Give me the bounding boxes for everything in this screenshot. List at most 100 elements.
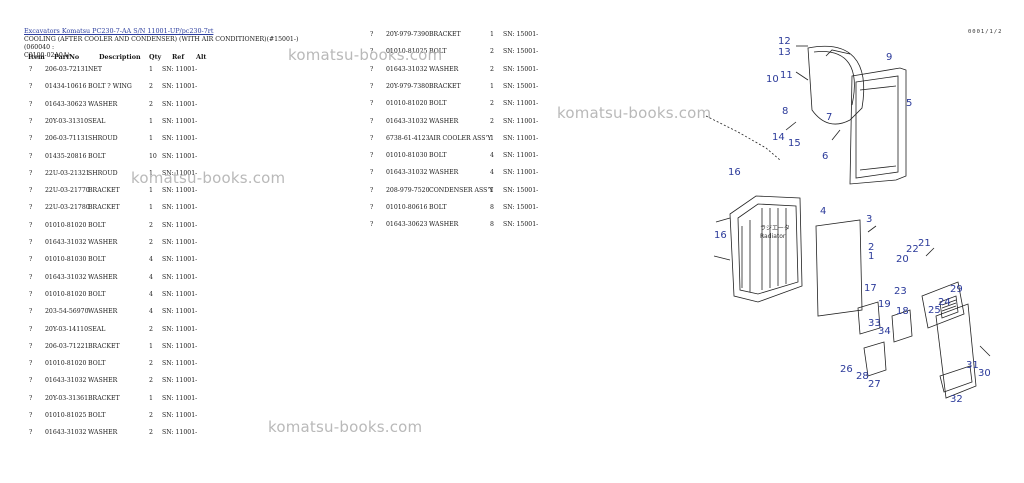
cell-item: ? bbox=[29, 83, 33, 91]
cell-partno: 6738-61-4123 bbox=[386, 134, 430, 142]
cell-serial: SN: 11001- bbox=[162, 204, 198, 212]
cell-serial: SN: 11001- bbox=[162, 273, 198, 281]
cell-description: BOLT bbox=[88, 290, 106, 298]
cell-qty: 1 bbox=[149, 117, 153, 125]
watermark: komatsu-books.com bbox=[131, 169, 286, 187]
condenser-grille bbox=[935, 303, 977, 399]
cell-description: WASHER bbox=[88, 429, 118, 437]
cell-item: ? bbox=[29, 290, 33, 298]
cell-qty: 1 bbox=[490, 31, 494, 38]
cell-partno: 208-979-7520 bbox=[386, 186, 430, 194]
watermark: komatsu-books.com bbox=[557, 104, 712, 122]
cell-item: ? bbox=[370, 169, 374, 177]
cell-partno: 20Y-03-31361 bbox=[45, 394, 89, 402]
cell-description: BOLT bbox=[429, 48, 447, 56]
breadcrumb-link[interactable]: Excavators Komatsu PC230-7-AA S/N 11001-… bbox=[24, 27, 214, 35]
callout-number: 7 bbox=[826, 112, 832, 123]
cell-partno: 01010-81020 bbox=[45, 290, 87, 298]
callout-number: 3 bbox=[866, 214, 872, 225]
callout-number: 17 bbox=[864, 283, 877, 294]
cell-partno: 01010-81030 bbox=[386, 152, 428, 160]
cell-item: ? bbox=[29, 66, 33, 73]
cell-description: WASHER bbox=[429, 221, 459, 229]
cell-item: ? bbox=[370, 31, 374, 38]
cell-description: BOLT bbox=[88, 360, 106, 368]
cell-description: WASHER bbox=[429, 117, 459, 125]
cell-qty: 1 bbox=[490, 82, 494, 90]
cell-serial: SN: 15001- bbox=[503, 221, 539, 229]
cell-description: WASHER bbox=[88, 308, 118, 316]
cell-serial: SN: 11001- bbox=[162, 308, 198, 316]
cell-qty: 2 bbox=[490, 65, 494, 73]
cell-serial: SN: 11001- bbox=[162, 239, 198, 246]
cell-qty: 1 bbox=[149, 135, 153, 143]
header-alt: Alt bbox=[196, 53, 207, 61]
cell-serial: SN: 11001- bbox=[503, 117, 539, 125]
callout-number: 16 bbox=[714, 230, 727, 241]
cell-partno: 01643-30623 bbox=[386, 221, 428, 229]
cell-partno: 01435-20816 bbox=[45, 152, 87, 160]
callout-number: 24 bbox=[938, 297, 951, 308]
cell-qty: 2 bbox=[149, 325, 153, 333]
callout-number: 2 bbox=[868, 242, 874, 253]
cell-qty: 1 bbox=[490, 134, 494, 142]
cell-item: ? bbox=[29, 135, 33, 143]
cell-description: WASHER bbox=[88, 273, 118, 281]
cell-item: ? bbox=[370, 100, 374, 108]
cell-qty: 1 bbox=[149, 342, 153, 350]
cell-description: SHROUD bbox=[88, 169, 118, 177]
cell-qty: 8 bbox=[490, 221, 494, 229]
cell-qty: 1 bbox=[149, 204, 153, 212]
shroud-ring bbox=[807, 46, 865, 125]
cell-qty: 4 bbox=[149, 273, 153, 281]
callout-number: 5 bbox=[906, 98, 912, 109]
cell-qty: 2 bbox=[490, 100, 494, 108]
cell-description: WASHER bbox=[429, 169, 459, 177]
cell-serial: SN: 11001- bbox=[162, 360, 198, 368]
header-item: Item bbox=[28, 53, 45, 61]
cell-qty: 2 bbox=[149, 100, 153, 108]
cell-serial: SN: 11001- bbox=[503, 134, 539, 142]
cell-partno: 01010-81020 bbox=[45, 360, 87, 368]
callout-number: 12 bbox=[778, 36, 791, 47]
page-title: COOLING (AFTER COOLER AND CONDENSER) (WI… bbox=[24, 36, 324, 60]
cell-partno: 206-03-71221 bbox=[45, 342, 89, 350]
cell-partno: 01434-10616 bbox=[45, 83, 87, 91]
cell-qty: 8 bbox=[490, 204, 494, 211]
watermark: komatsu-books.com bbox=[288, 46, 443, 64]
cell-item: ? bbox=[29, 377, 33, 385]
page-title-line2: C0100-02A0A) bbox=[24, 52, 70, 59]
cell-item: ? bbox=[370, 134, 374, 142]
cell-item: ? bbox=[370, 204, 374, 211]
cell-item: ? bbox=[370, 221, 374, 229]
cell-description: SEAL bbox=[88, 117, 106, 125]
cell-qty: 2 bbox=[149, 239, 153, 246]
cell-description: BOLT ? WING bbox=[88, 83, 132, 91]
cell-description: WASHER bbox=[88, 377, 118, 385]
cell-serial: SN: 11001- bbox=[162, 412, 198, 419]
cell-item: ? bbox=[29, 221, 33, 229]
cell-qty: 1 bbox=[149, 394, 153, 402]
callout-number: 32 bbox=[950, 394, 963, 405]
header-ref: Ref bbox=[172, 53, 185, 61]
callout-number: 14 bbox=[772, 132, 785, 143]
callout-number: 6 bbox=[822, 151, 828, 162]
cell-description: BOLT bbox=[88, 256, 106, 264]
cell-partno: 01010-81020 bbox=[386, 100, 428, 108]
cell-serial: SN: 15001- bbox=[503, 186, 539, 194]
header-qty: Qty bbox=[149, 53, 162, 61]
page-code: 0001/1/2 bbox=[968, 29, 1003, 35]
cell-partno: 22U-03-21770 bbox=[45, 187, 90, 195]
cell-partno: 01010-81025 bbox=[45, 412, 87, 419]
callout-number: 29 bbox=[950, 284, 963, 295]
cell-partno: 206-03-72131 bbox=[45, 66, 89, 73]
cell-partno: 01643-31032 bbox=[45, 239, 87, 246]
cell-qty: 2 bbox=[490, 48, 494, 56]
cell-item: ? bbox=[370, 152, 374, 160]
cell-serial: SN: 11001- bbox=[503, 169, 539, 177]
callout-number: 10 bbox=[766, 74, 779, 85]
radiator-core bbox=[729, 195, 803, 303]
cell-description: BOLT bbox=[88, 412, 106, 419]
cell-item: ? bbox=[370, 65, 374, 73]
